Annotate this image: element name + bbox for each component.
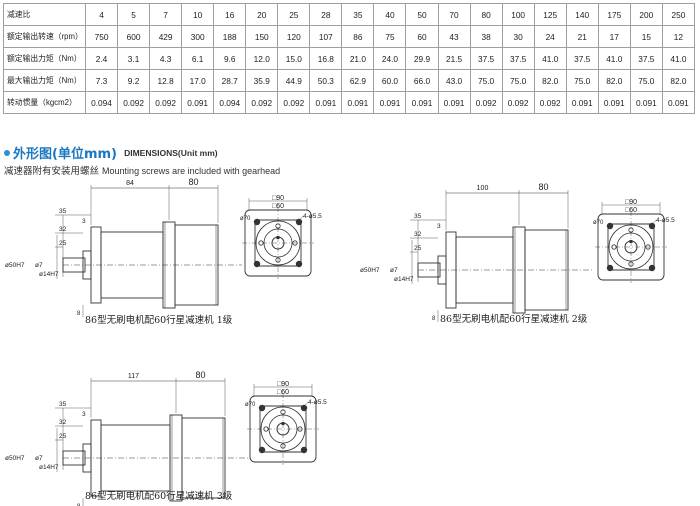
bolt-hole-icon bbox=[295, 218, 303, 226]
mounting-note-cn: 减速器附有安装用螺丝 bbox=[4, 166, 100, 177]
bolt-hole-icon bbox=[648, 222, 656, 230]
mounting-note-en: Mounting screws are included with gearhe… bbox=[102, 166, 281, 176]
bore-diameter-label: ø50H7 bbox=[5, 455, 25, 462]
gear-length-label: 80 bbox=[195, 370, 205, 380]
gear-length-label: 80 bbox=[538, 182, 548, 192]
dimensions-title-cn: 外形图(单位mm) bbox=[13, 147, 117, 162]
bolt-hole-icon bbox=[648, 264, 656, 272]
pcd-label: ø70 bbox=[593, 220, 604, 226]
bullet-icon bbox=[4, 149, 10, 156]
table-cell: 0.092 bbox=[117, 91, 151, 114]
shaft-tol-label: ø14H7 bbox=[39, 464, 59, 471]
table-cell: 0.091 bbox=[597, 91, 631, 114]
shaft-tol-label: ø14H7 bbox=[394, 276, 414, 283]
table-cell: 0.092 bbox=[277, 91, 311, 114]
bolt-hole-icon bbox=[258, 446, 266, 454]
holes-label: 4-ø5.5 bbox=[308, 399, 327, 406]
table-cell: 0.092 bbox=[245, 91, 279, 114]
holes-label: 4-ø5.5 bbox=[303, 213, 322, 220]
table-cell: 0.091 bbox=[661, 91, 696, 114]
dim-8: 8 bbox=[77, 504, 81, 506]
dim-35: 35 bbox=[59, 401, 67, 408]
table-cell: 0.094 bbox=[84, 91, 119, 114]
table-cell: 0.091 bbox=[309, 91, 343, 114]
bolt-hole-icon bbox=[258, 404, 266, 412]
bolt-hole-icon bbox=[295, 260, 303, 268]
shaft-diameter-label: ø7 bbox=[35, 455, 43, 462]
pcd-label: ø70 bbox=[245, 402, 256, 408]
dim-3: 3 bbox=[82, 411, 86, 418]
dimensions-title-en: DIMENSIONS(Unit mm) bbox=[124, 147, 218, 158]
motor-length-label: 100 bbox=[477, 185, 489, 192]
mounting-note: 减速器附有安装用螺丝 Mounting screws are included … bbox=[4, 163, 280, 177]
drawing-caption: 86型无刷电机配60行星减速机 1级 bbox=[85, 314, 233, 326]
dim-35: 35 bbox=[414, 213, 422, 220]
square-90-label: □90 bbox=[272, 195, 284, 202]
table-cell: 0.091 bbox=[373, 91, 407, 114]
motor-length-label: 117 bbox=[128, 373, 139, 380]
bolt-hole-icon bbox=[253, 218, 261, 226]
drawing-caption: 86型无刷电机配60行星减速机 3级 bbox=[85, 490, 233, 502]
dim-8: 8 bbox=[432, 316, 436, 322]
table-cell: 0.092 bbox=[501, 91, 535, 114]
dim-35: 35 bbox=[59, 208, 67, 215]
square-90-label: □90 bbox=[277, 381, 289, 388]
pcd-label: ø70 bbox=[240, 216, 251, 222]
table-cell: 0.092 bbox=[149, 91, 183, 114]
shaft-diameter-label: ø7 bbox=[390, 267, 398, 274]
table-cell: 0.091 bbox=[341, 91, 375, 114]
bolt-hole-icon bbox=[300, 446, 308, 454]
bolt-hole-icon bbox=[606, 222, 614, 230]
square-60-label: □60 bbox=[277, 389, 289, 396]
shaft-diameter-label: ø7 bbox=[35, 262, 43, 269]
bore-diameter-label: ø50H7 bbox=[5, 262, 25, 269]
drawing-caption: 86型无刷电机配60行星减速机 2级 bbox=[440, 313, 588, 325]
dimensions-heading: 外形图(单位mm) DIMENSIONS(Unit mm) bbox=[4, 142, 218, 162]
dim-3: 3 bbox=[82, 218, 86, 225]
square-60-label: □60 bbox=[272, 203, 284, 210]
drawing-3: 117803533225ø50H7ø7ø14H78□90□60ø704-ø5.5… bbox=[5, 370, 327, 506]
bolt-hole-icon bbox=[300, 404, 308, 412]
gear-length-label: 80 bbox=[188, 177, 198, 187]
bore-diameter-label: ø50H7 bbox=[360, 267, 380, 274]
motor-length-label: 84 bbox=[126, 180, 134, 187]
table-cell: 0.094 bbox=[213, 91, 247, 114]
shaft-tol-label: ø14H7 bbox=[39, 271, 59, 278]
square-60-label: □60 bbox=[625, 207, 637, 214]
holes-label: 4-ø5.5 bbox=[656, 217, 675, 224]
bolt-hole-icon bbox=[606, 264, 614, 272]
square-90-label: □90 bbox=[625, 199, 637, 206]
bolt-hole-icon bbox=[253, 260, 261, 268]
dim-8: 8 bbox=[77, 311, 81, 317]
dim-3: 3 bbox=[437, 223, 441, 230]
